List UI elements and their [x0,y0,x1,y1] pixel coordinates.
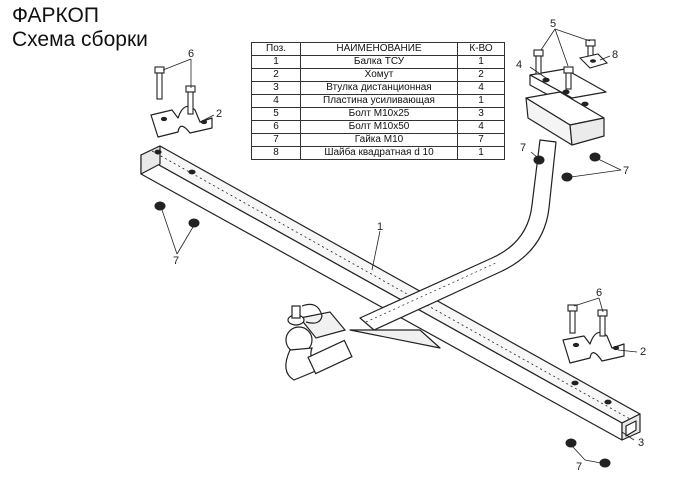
callout-6-left: 6 [188,48,194,60]
callout-6-right: 6 [596,287,602,299]
clamp-left [150,105,213,138]
parts-table-header-row: Поз. НАИМЕНОВАНИЕ К-ВО [251,42,505,56]
drawbar-arm [349,139,557,349]
callout-2-left: 2 [216,108,222,120]
page-subtitle: Схема сборки [12,28,148,51]
callout-8: 8 [612,49,618,61]
callout-7-left: 7 [173,255,179,267]
page-title: ФАРКОП [12,4,99,27]
bolts-top [533,39,596,90]
callout-7-top: 7 [520,142,526,154]
bolts-right [567,304,608,337]
cell-qty: 1 [457,146,505,160]
clamp-right [562,331,625,364]
reinforcing-plate [525,68,607,146]
tow-ball [285,303,353,381]
callout-7-bottom: 7 [576,461,582,473]
square-washer-hole [590,59,596,63]
nuts [154,152,611,468]
tow-beam [140,145,641,441]
callout-3: 3 [638,437,644,449]
bolts-left [154,66,196,115]
callout-7-right: 7 [623,165,629,177]
callout-4: 4 [516,59,522,71]
callout-2-right: 2 [640,346,646,358]
leader-lines [161,28,638,464]
cell-qty: 3 [457,107,505,121]
callout-5: 5 [550,18,556,30]
callout-1: 1 [377,221,383,233]
